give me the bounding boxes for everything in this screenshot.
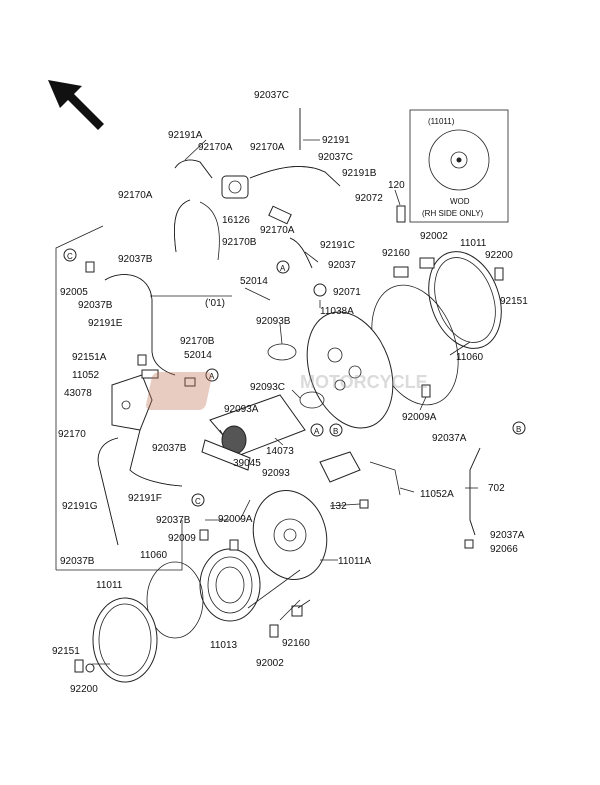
label-92009A-r: 92009A <box>402 412 437 423</box>
backplate-11038A <box>306 311 394 429</box>
gasket-92093C <box>299 391 325 409</box>
label-132: 132 <box>330 501 347 512</box>
label-92037A-b: 92037A <box>490 530 525 541</box>
label-11060-l: 11060 <box>140 550 168 561</box>
ref-c-2: C <box>195 497 201 506</box>
label-92037B-d: 92037B <box>156 515 191 526</box>
label-11011-r: 11011 <box>460 238 487 249</box>
ref-a-1: A <box>280 264 286 273</box>
label-11038A: 11038A <box>320 306 354 317</box>
label-92005: 92005 <box>60 287 88 298</box>
label-92037: 92037 <box>328 260 356 271</box>
label-11052: 11052 <box>72 370 100 381</box>
cover-11011-right <box>428 251 502 349</box>
label-92191: 92191 <box>322 135 350 146</box>
label-92191E: 92191E <box>88 318 123 329</box>
label-11011-l: 11011 <box>96 580 123 591</box>
label-92093: 92093 <box>262 468 290 479</box>
svg-text:MOTORCYCLE: MOTORCYCLE <box>300 372 428 392</box>
label-92170A-left: 92170A <box>198 142 233 153</box>
label-39045: 39045 <box>233 458 261 469</box>
label-92151-r: 92151 <box>500 296 528 307</box>
label-120: 120 <box>388 180 405 191</box>
breather-hoses <box>173 108 341 269</box>
ref-a-2: A <box>209 372 215 381</box>
pipe-92093 <box>319 451 401 496</box>
inset-note-1: WOD <box>450 197 470 206</box>
label-92200-r: 92200 <box>485 250 513 261</box>
label-92170: 92170 <box>58 429 86 440</box>
label-92009: 92009 <box>168 533 196 544</box>
part-labels: 92037C 92191A 92191 92170A 92170A 92037C… <box>52 90 528 695</box>
label-92160-b: 92160 <box>282 638 310 649</box>
label-11011A: 11011A <box>338 556 371 567</box>
direction-arrow-icon <box>48 80 104 130</box>
filter-11013 <box>199 548 261 622</box>
label-92191C: 92191C <box>320 240 355 251</box>
label-92170B-top: 92170B <box>222 237 257 248</box>
label-92037B-a: 92037B <box>118 254 153 265</box>
inset-panel: (11011) WOD (RH SIDE ONLY) <box>409 109 509 223</box>
ref-a-3: A <box>314 427 320 436</box>
ref-b-2: B <box>516 425 521 434</box>
label-92072: 92072 <box>355 193 383 204</box>
reference-markers: A A A B B C C <box>63 248 526 507</box>
label-92151-l: 92151 <box>52 646 80 657</box>
label-52014-a: 52014 <box>240 276 268 287</box>
label-92191A: 92191A <box>168 130 203 141</box>
label-52014-b: 52014 <box>184 350 212 361</box>
label-92170B-mid: 92170B <box>180 336 215 347</box>
label-92066: 92066 <box>490 544 518 555</box>
label-92191B: 92191B <box>342 168 377 179</box>
label-14073: 14073 <box>266 446 294 457</box>
gasket-92093B <box>267 343 297 361</box>
ref-c-1: C <box>67 252 73 261</box>
label-11052A: 11052A <box>420 489 454 500</box>
inset-part-label: (11011) <box>428 117 455 126</box>
bracket-11052 <box>111 369 159 431</box>
label-92170A-mid: 92170A <box>250 142 285 153</box>
cover-11011-left <box>92 597 158 683</box>
label-702: 702 <box>488 483 505 494</box>
label-92170A-bot: 92170A <box>260 225 295 236</box>
label-92037A-r: 92037A <box>432 433 467 444</box>
inset-note-2: (RH SIDE ONLY) <box>422 209 484 218</box>
left-hoses <box>97 274 183 546</box>
label-92151A: 92151A <box>72 352 107 363</box>
label-92071: 92071 <box>333 287 361 298</box>
fasteners <box>74 205 504 673</box>
label-92037C-top: 92037C <box>254 90 289 101</box>
housing-11011A <box>252 490 328 580</box>
label-11013: 11013 <box>210 640 238 651</box>
label-92191F: 92191F <box>128 493 162 504</box>
breather-valve <box>221 175 292 225</box>
label-92093A: 92093A <box>224 404 259 415</box>
label-92093B: 92093B <box>256 316 291 327</box>
label-92037B-e: 92037B <box>60 556 95 567</box>
label-92037B-c: 92037B <box>152 443 187 454</box>
gasket-11060-left <box>146 561 204 639</box>
label-92002-r: 92002 <box>420 231 448 242</box>
label-43078: 43078 <box>64 388 92 399</box>
label-92093C: 92093C <box>250 382 285 393</box>
leader-lines <box>92 139 478 665</box>
label-16126: 16126 <box>222 215 250 226</box>
frame-lines <box>55 225 232 571</box>
duct-14073 <box>201 394 306 471</box>
watermark-logo: MOTORCYCLE <box>145 372 428 410</box>
hose-702 <box>469 447 481 536</box>
label-92160-r: 92160 <box>382 248 410 259</box>
label-92002-b: 92002 <box>256 658 284 669</box>
ref-b-1: B <box>333 427 338 436</box>
label-92037C-mid: 92037C <box>318 152 353 163</box>
label-92191G: 92191G <box>62 501 98 512</box>
label-92170A-far: 92170A <box>118 190 153 201</box>
label-11060-r: 11060 <box>456 352 484 363</box>
label-01: (’01) <box>205 298 225 309</box>
label-92009A-b: 92009A <box>218 514 253 525</box>
label-92200-l: 92200 <box>70 684 98 695</box>
label-92037B-b: 92037B <box>78 300 113 311</box>
